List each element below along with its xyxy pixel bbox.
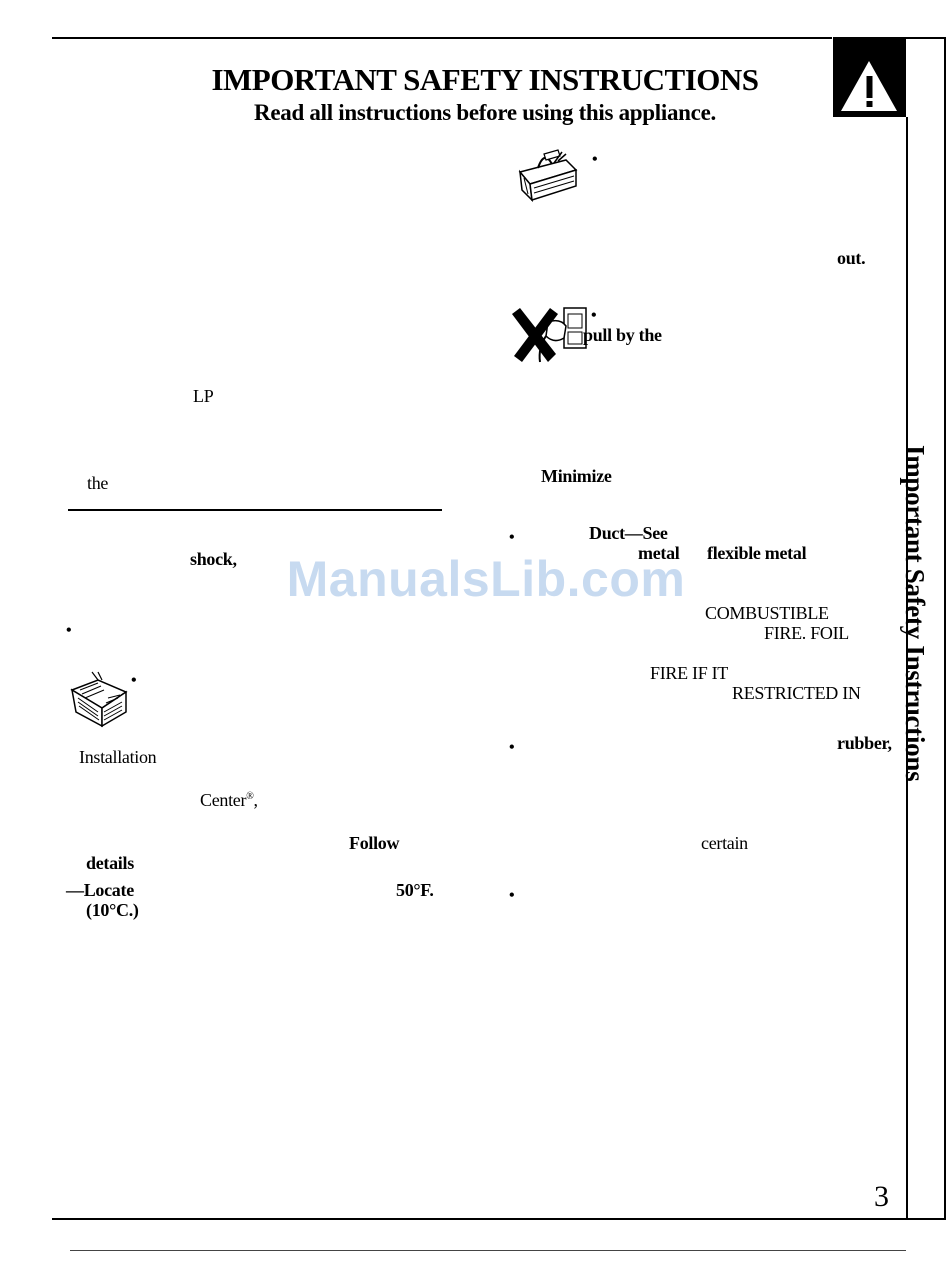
text-fire-foil: FIRE. FOIL bbox=[764, 623, 850, 643]
bullet-right-2: • bbox=[591, 307, 597, 324]
text-installation: Installation bbox=[79, 747, 157, 767]
section-divider bbox=[68, 509, 442, 511]
text-follow: Follow bbox=[349, 833, 400, 853]
instruction-book-icon bbox=[70, 671, 128, 728]
right-border-inner bbox=[906, 117, 908, 1220]
warning-triangle-icon bbox=[841, 61, 897, 111]
center-comma: , bbox=[253, 790, 259, 810]
bullet-right-4: • bbox=[509, 739, 515, 756]
right-border-outer bbox=[944, 37, 946, 1220]
warning-tab bbox=[833, 37, 906, 117]
text-certain: certain bbox=[701, 833, 748, 853]
unplug-cord-icon bbox=[512, 307, 587, 363]
bottom-rule bbox=[52, 1218, 946, 1220]
text-temp-f: 50°F. bbox=[396, 880, 434, 900]
text-out: out. bbox=[837, 248, 866, 268]
bullet-left-1: • bbox=[66, 622, 72, 639]
text-lp: LP bbox=[193, 386, 214, 406]
text-shock: shock, bbox=[190, 549, 237, 569]
text-combustible: COMBUSTIBLE bbox=[705, 603, 829, 623]
text-restricted-in: RESTRICTED IN bbox=[732, 683, 861, 703]
text-pull-by-the: pull by the bbox=[583, 325, 662, 345]
registered-mark: ® bbox=[246, 791, 254, 802]
footer-rule bbox=[70, 1250, 906, 1251]
watermark: ManualsLib.com bbox=[286, 551, 686, 607]
bullet-right-3: • bbox=[509, 529, 515, 546]
text-metal: metal bbox=[638, 543, 680, 563]
text-duct-see: Duct—See bbox=[589, 523, 668, 543]
text-the: the bbox=[87, 473, 109, 493]
text-locate: —Locate bbox=[66, 880, 134, 900]
text-center: Center®, bbox=[200, 787, 258, 810]
text-details: details bbox=[86, 853, 134, 873]
right-border-top bbox=[906, 37, 946, 39]
toolbox-icon bbox=[518, 149, 578, 203]
bullet-right-1: • bbox=[592, 151, 598, 168]
text-minimize: Minimize bbox=[541, 466, 612, 486]
page-subtitle: Read all instructions before using this … bbox=[254, 100, 716, 125]
text-fire-if-it: FIRE IF IT bbox=[650, 663, 729, 683]
bullet-left-2: • bbox=[131, 672, 137, 689]
page-title: IMPORTANT SAFETY INSTRUCTIONS bbox=[211, 62, 759, 97]
bullet-right-5: • bbox=[509, 887, 515, 904]
top-rule bbox=[52, 37, 832, 39]
center-word: Center bbox=[200, 790, 247, 810]
sidebar-title: Important Safety Instructions bbox=[900, 445, 930, 782]
text-rubber: rubber, bbox=[837, 733, 892, 753]
text-temp-c: (10°C.) bbox=[86, 900, 139, 920]
text-flexible-metal: flexible metal bbox=[707, 543, 807, 563]
page-number: 3 bbox=[874, 1180, 889, 1213]
